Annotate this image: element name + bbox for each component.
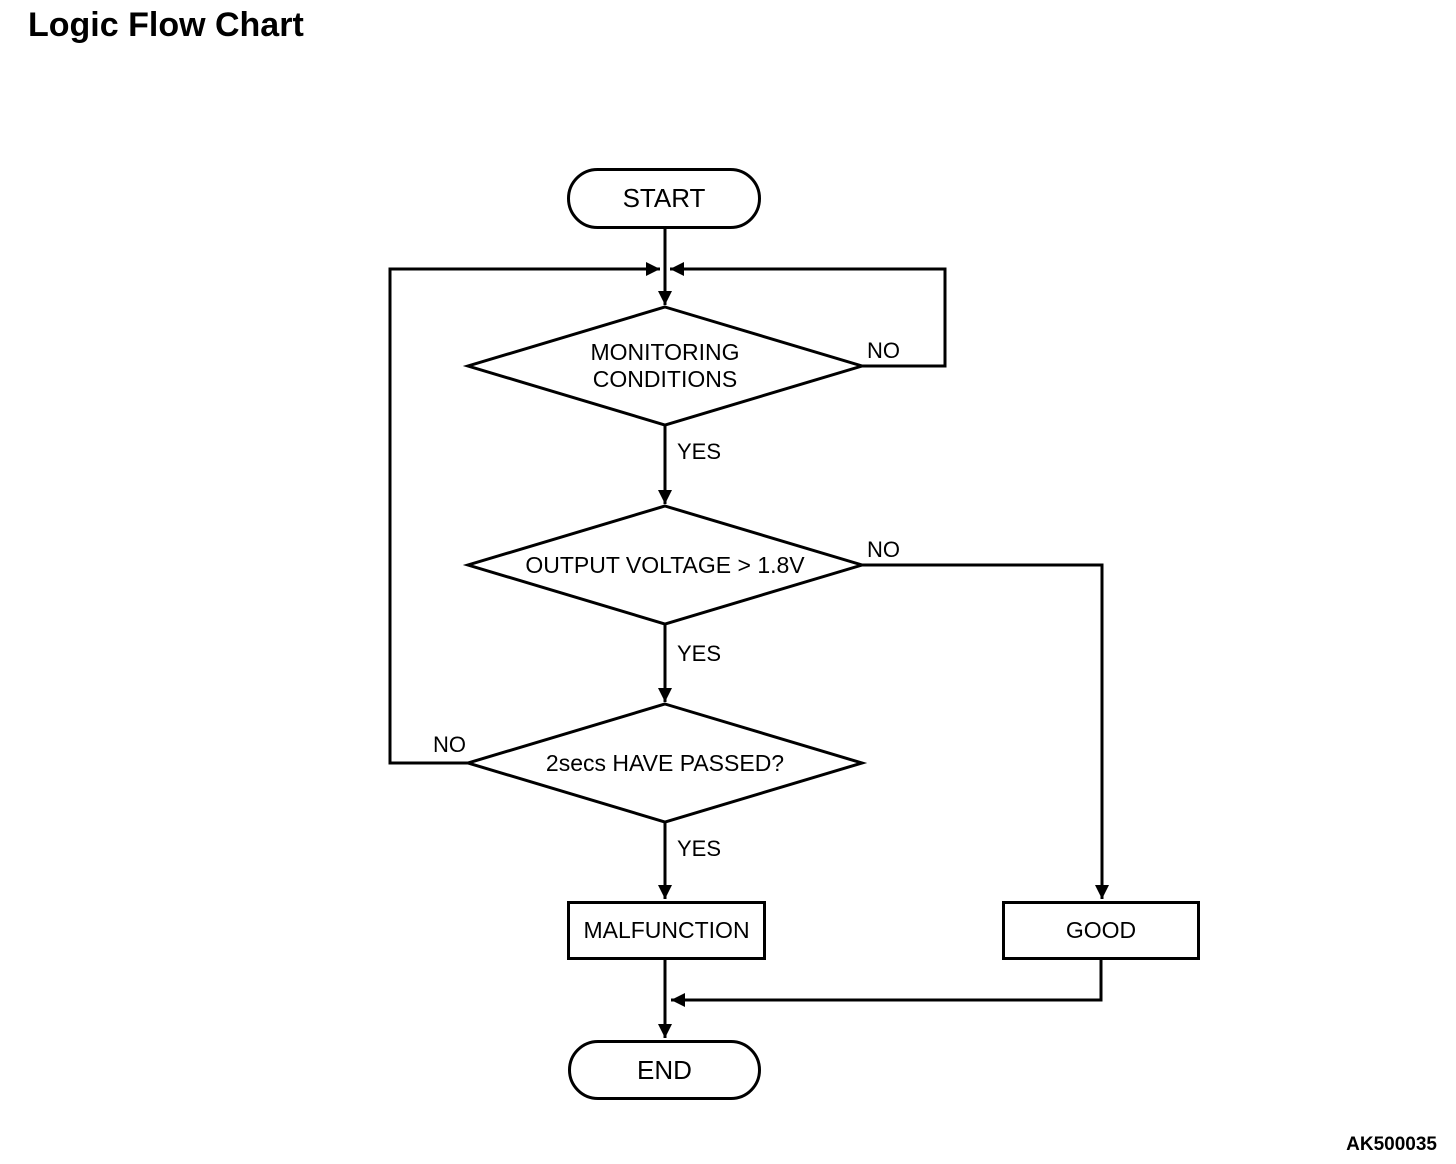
edge-monitoring-no-loop bbox=[670, 262, 947, 368]
output-voltage-decision-shape bbox=[462, 504, 868, 626]
edge-label-two-secs-no: NO bbox=[433, 732, 466, 757]
monitoring-decision-shape bbox=[462, 305, 868, 427]
malfunction-node: MALFUNCTION bbox=[567, 901, 766, 960]
page-title: Logic Flow Chart bbox=[28, 6, 304, 44]
edge-label-monitoring-yes: YES bbox=[677, 439, 722, 464]
edge-label-two-secs-yes: YES bbox=[677, 836, 722, 861]
monitoring-decision-label: MONITORING CONDITIONS bbox=[465, 339, 865, 393]
end-node-label: END bbox=[637, 1054, 692, 1085]
edge-two-secs-no-loop bbox=[388, 262, 660, 765]
figure-code: AK500035 bbox=[1346, 1134, 1437, 1155]
edge-label-output-voltage-yes: YES bbox=[677, 641, 722, 666]
malfunction-node-label: MALFUNCTION bbox=[583, 917, 750, 943]
good-node: GOOD bbox=[1002, 901, 1200, 960]
good-node-label: GOOD bbox=[1065, 917, 1137, 943]
start-node: START bbox=[567, 168, 761, 229]
end-node: END bbox=[568, 1040, 761, 1100]
edge-label-output-voltage-no: NO bbox=[867, 537, 900, 562]
edge-output-voltage-no bbox=[862, 563, 1109, 899]
start-node-label: START bbox=[622, 183, 706, 213]
edge-good-to-end bbox=[671, 960, 1103, 1007]
two-secs-decision-shape bbox=[462, 702, 868, 824]
two-secs-decision-label: 2secs HAVE PASSED? bbox=[545, 750, 785, 776]
edge-label-monitoring-no: NO bbox=[867, 338, 900, 363]
monitoring-decision-label-line2: CONDITIONS bbox=[592, 366, 738, 392]
monitoring-decision-label-line1: MONITORING bbox=[590, 339, 740, 365]
output-voltage-decision-label: OUTPUT VOLTAGE > 1.8V bbox=[525, 552, 805, 578]
